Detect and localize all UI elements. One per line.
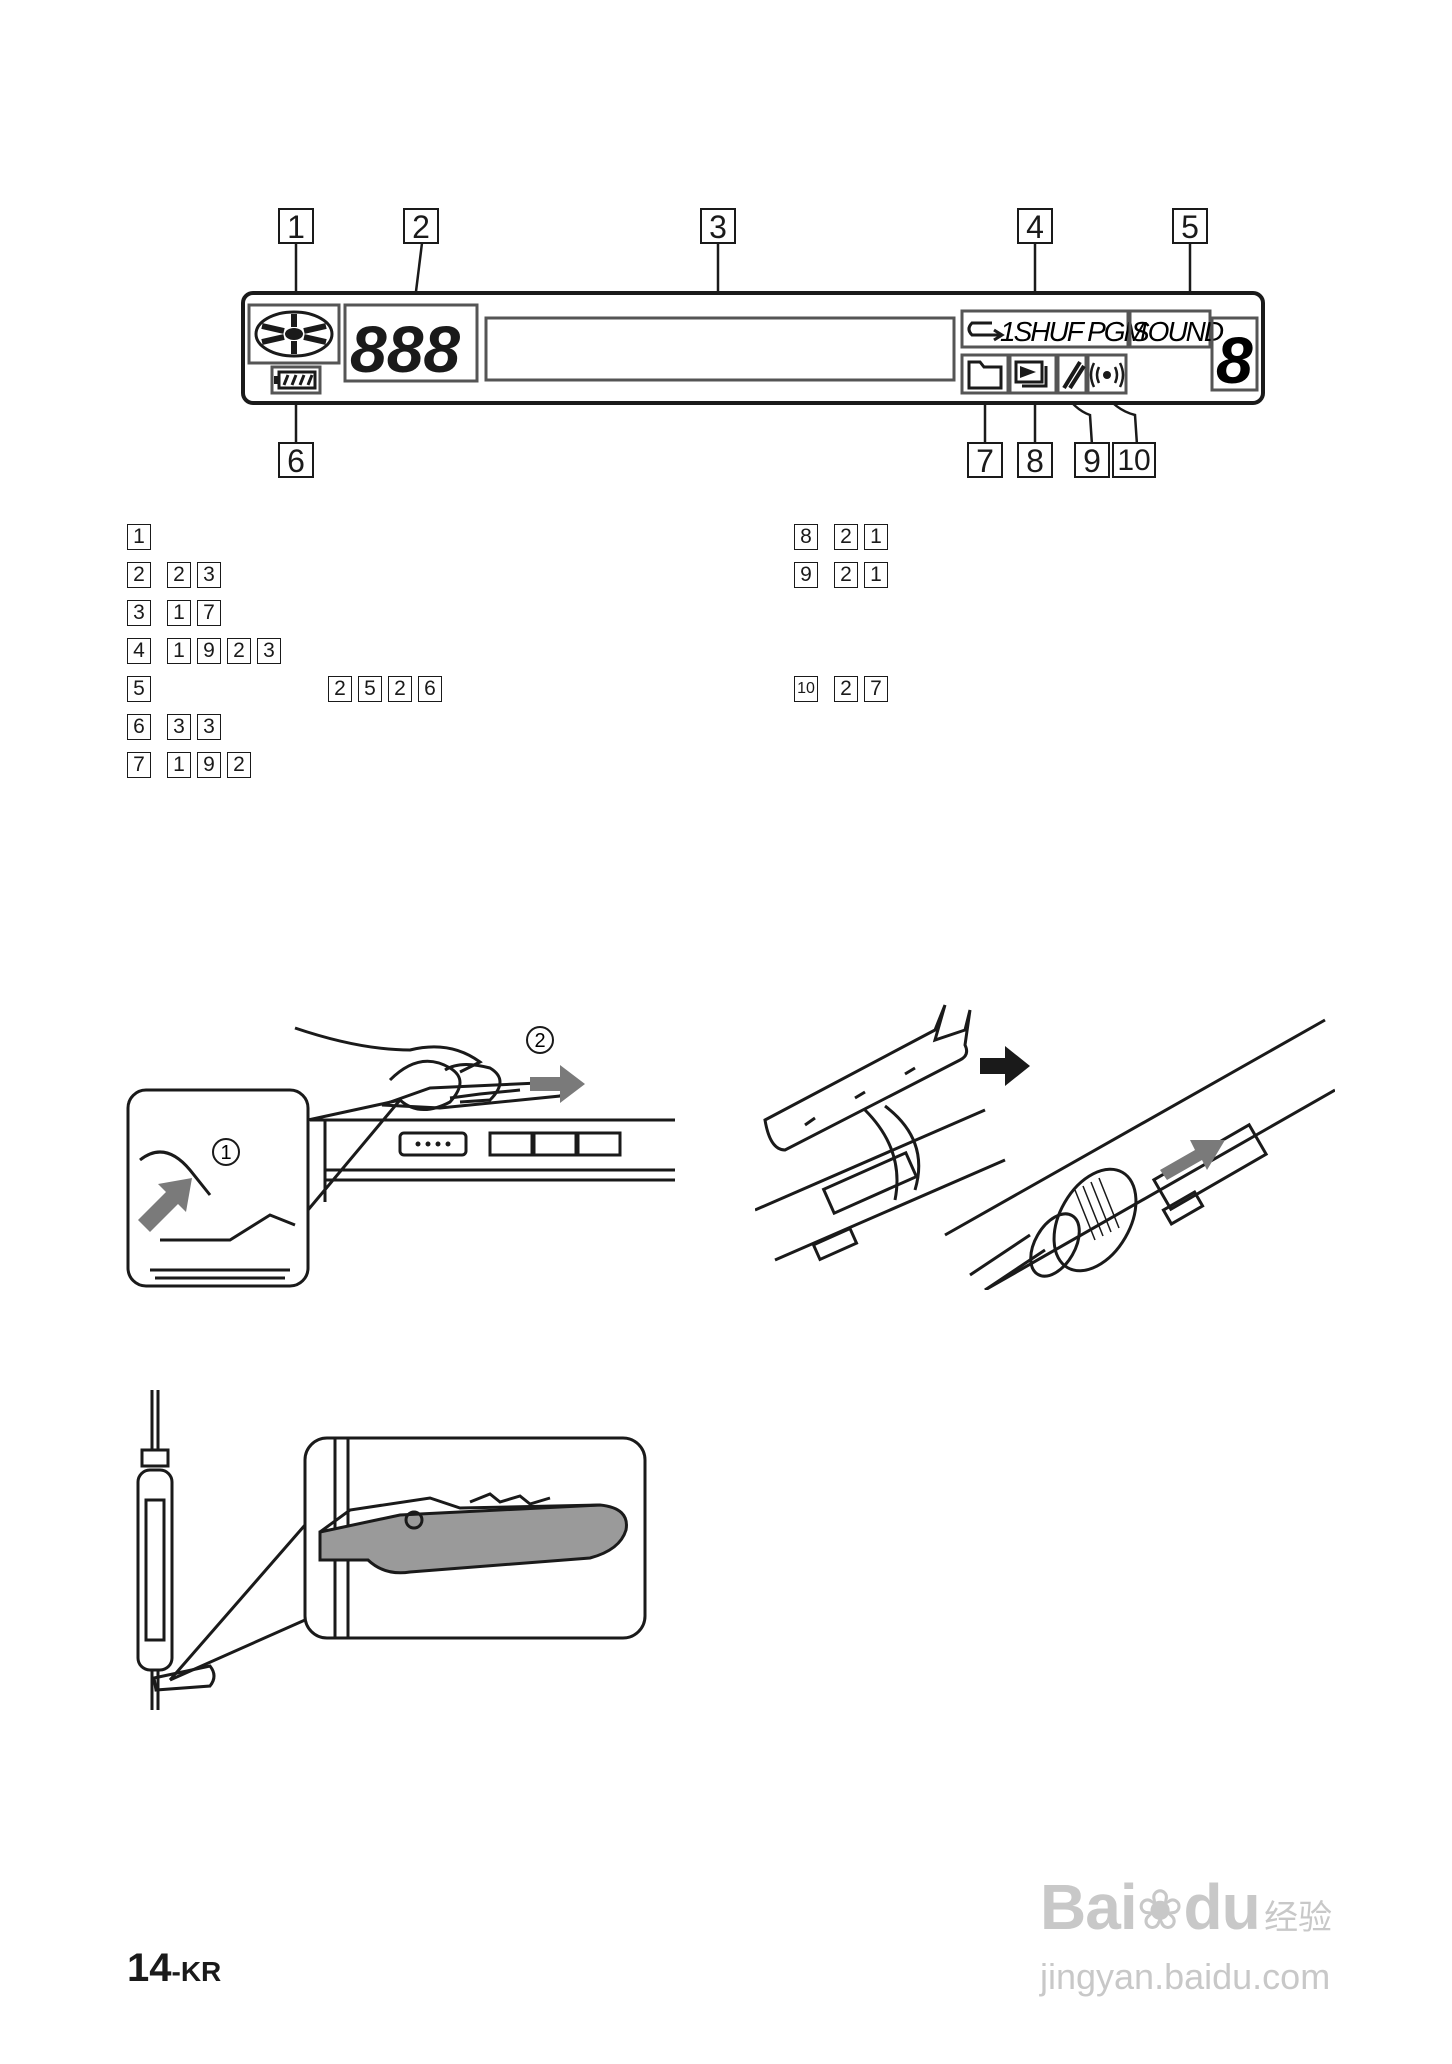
ref-num: 9 <box>794 562 818 588</box>
sound-text: SOUND <box>1131 316 1224 347</box>
page-number-suffix: -KR <box>171 1956 222 1987</box>
ref-page-digit: 7 <box>197 600 221 626</box>
ref-row-5-pages: 2 5 2 6 <box>328 674 442 704</box>
folder-icon <box>960 353 1010 395</box>
ref-page-digit: 2 <box>167 562 191 588</box>
callout-6: 6 <box>278 442 314 478</box>
ref-num: 6 <box>127 714 151 740</box>
ref-num: 10 <box>794 676 818 702</box>
next-step-arrow <box>980 1046 1030 1086</box>
callout-5: 5 <box>1172 208 1208 244</box>
sound-digit: 8 <box>1216 323 1253 397</box>
ref-page-digit: 1 <box>167 638 191 664</box>
page-number: 14-KR <box>127 1946 221 1991</box>
step-1-marker: 1 <box>220 1142 231 1164</box>
ref-page-digit: 7 <box>864 676 888 702</box>
ref-num: 1 <box>127 524 151 550</box>
ref-page-digit: 3 <box>197 562 221 588</box>
bookmark-icon <box>1056 353 1088 395</box>
step-2-marker: 2 <box>534 1030 545 1052</box>
ref-page-digit: 9 <box>197 752 221 778</box>
ref-row-3: 3 1 7 <box>127 598 221 628</box>
ref-page-digit: 1 <box>167 600 191 626</box>
ref-row-7: 7 1 9 2 <box>127 750 251 780</box>
callout-10: 10 <box>1112 442 1156 478</box>
ref-page-digit: 1 <box>167 752 191 778</box>
ref-num: 3 <box>127 600 151 626</box>
track-digits-text: 888 <box>350 312 460 386</box>
callout-9: 9 <box>1074 442 1110 478</box>
baidu-watermark: Bai❀du 经验 jingyan.baidu.com <box>1040 1870 1333 1997</box>
ref-page-digit: 2 <box>227 638 251 664</box>
callout-4: 4 <box>1017 208 1053 244</box>
ref-page-digit: 2 <box>388 676 412 702</box>
watermark-brand-2: du <box>1183 1871 1261 1943</box>
group-icon <box>1008 353 1058 395</box>
ref-row-8: 8 2 1 <box>794 522 888 552</box>
slide-arrow-2 <box>1160 1140 1225 1180</box>
ref-num: 4 <box>127 638 151 664</box>
watermark-url: jingyan.baidu.com <box>1040 1956 1331 1997</box>
ref-page-digit: 9 <box>197 638 221 664</box>
ref-num: 2 <box>127 562 151 588</box>
ref-row-10: 10 2 7 <box>794 674 888 704</box>
ref-page-digit: 2 <box>227 752 251 778</box>
play-mode-text: 1SHUF PGM <box>1000 316 1148 347</box>
ref-row-5: 5 <box>127 674 151 704</box>
ref-row-4: 4 1 9 2 3 <box>127 636 281 666</box>
page-number-value: 14 <box>127 1946 172 1990</box>
lcd-display-diagram: 888 1SHUF PGM SOUND 8 <box>241 242 1265 446</box>
remote-signal-icon <box>1086 353 1128 395</box>
ref-page-digit: 3 <box>257 638 281 664</box>
paw-icon: ❀ <box>1136 1878 1184 1941</box>
watermark-sub: 经验 <box>1264 1899 1333 1937</box>
callout-1: 1 <box>278 208 314 244</box>
ref-page-digit: 1 <box>864 562 888 588</box>
ref-num: 5 <box>127 676 151 702</box>
ref-num: 7 <box>127 752 151 778</box>
track-number-digits: 888 <box>343 303 479 386</box>
callout-7: 7 <box>967 442 1003 478</box>
slide-arrow <box>530 1065 585 1103</box>
ref-row-6: 6 3 3 <box>127 712 221 742</box>
ref-row-1: 1 <box>127 522 151 552</box>
callout-2: 2 <box>403 208 439 244</box>
text-info-area <box>484 316 956 382</box>
clip-attach-illustration <box>755 1004 1335 1290</box>
ref-row-9: 9 2 1 <box>794 560 888 590</box>
ref-row-2: 2 2 3 <box>127 560 221 590</box>
repeat-icon <box>967 321 1005 342</box>
ref-page-digit: 1 <box>864 524 888 550</box>
callout-8: 8 <box>1017 442 1053 478</box>
play-mode-indicator: 1SHUF PGM <box>960 309 1150 349</box>
sound-indicator: SOUND <box>1128 309 1226 349</box>
ref-page-digit: 2 <box>834 524 858 550</box>
ref-page-digit: 2 <box>328 676 352 702</box>
watermark-brand: Bai <box>1040 1871 1138 1943</box>
ref-page-digit: 3 <box>167 714 191 740</box>
ref-page-digit: 5 <box>358 676 382 702</box>
ref-page-digit: 2 <box>834 562 858 588</box>
ref-page-digit: 6 <box>418 676 442 702</box>
ref-page-digit: 2 <box>834 676 858 702</box>
press-arrow <box>138 1178 192 1232</box>
callout-3: 3 <box>700 208 736 244</box>
ref-page-digit: 3 <box>197 714 221 740</box>
disc-icon <box>247 303 341 365</box>
battery-icon <box>270 365 322 395</box>
clip-on-cord-illustration <box>136 1390 647 1710</box>
ref-num: 8 <box>794 524 818 550</box>
clip-removal-illustration: 2 1 <box>126 1026 675 1288</box>
